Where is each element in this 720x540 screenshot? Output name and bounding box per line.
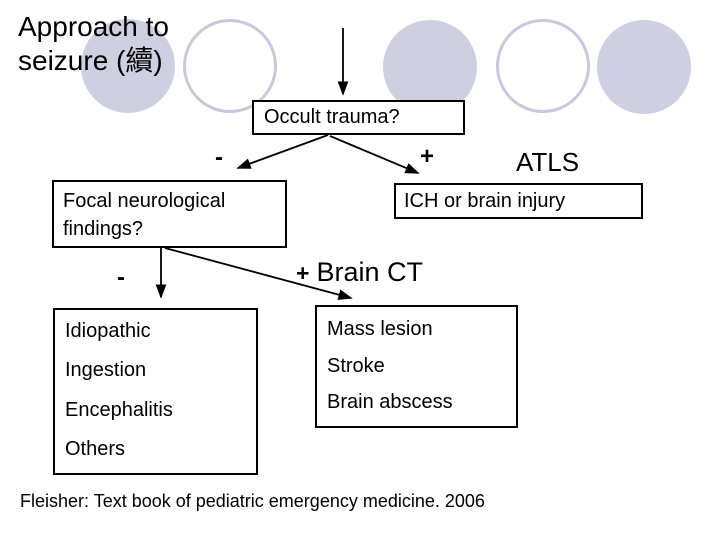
decor-circle-outline-1	[183, 19, 277, 113]
arrow-occult-positive	[329, 135, 420, 174]
citation: Fleisher: Text book of pediatric emergen…	[20, 491, 485, 511]
decor-circle-filled-2	[383, 20, 477, 114]
arrow-focal-positive	[164, 247, 353, 300]
atls-label: ATLS	[516, 147, 580, 177]
brain-ct-branch: + Brain CT	[296, 257, 423, 288]
focal-negative-sign: -	[117, 264, 125, 291]
ich-brain-injury-label: ICH or brain injury	[404, 189, 566, 212]
decor-circle-filled-1	[81, 19, 175, 113]
focal-findings-line2: findings?	[63, 218, 144, 240]
focal-findings-box: Focal neurological findings?	[52, 180, 287, 248]
list-item: Idiopathic	[65, 320, 151, 342]
list-item: Encephalitis	[65, 398, 173, 421]
arrow-occult-negative	[236, 134, 329, 169]
list-item: Brain abscess	[327, 391, 453, 413]
etiology-list-box: Idiopathic Ingestion Encephalitis Others	[53, 308, 258, 475]
decor-circle-outline-2	[496, 19, 590, 113]
focal-findings-line1: Focal neurological	[63, 190, 226, 212]
brain-ct-label: Brain CT	[316, 257, 423, 287]
occult-trauma-label: Occult trauma?	[264, 106, 400, 128]
decor-circle-filled-3	[597, 20, 691, 114]
slide-title-line1: Approach to	[18, 11, 169, 42]
focal-positive-sign: +	[296, 260, 310, 286]
ct-findings-list-box: Mass lesion Stroke Brain abscess	[315, 305, 518, 428]
slide-title-line2: seizure (續)	[18, 45, 163, 76]
occult-negative-sign: -	[215, 144, 223, 171]
list-item: Others	[65, 437, 126, 460]
list-item: Stroke	[327, 354, 385, 377]
occult-positive-sign: +	[420, 143, 435, 170]
list-item: Ingestion	[65, 359, 147, 382]
list-item: Mass lesion	[327, 318, 433, 340]
ich-brain-injury-box: ICH or brain injury	[394, 183, 643, 219]
occult-trauma-box: Occult trauma?	[252, 100, 465, 135]
slide-title: Approach to seizure (續)	[18, 10, 169, 78]
